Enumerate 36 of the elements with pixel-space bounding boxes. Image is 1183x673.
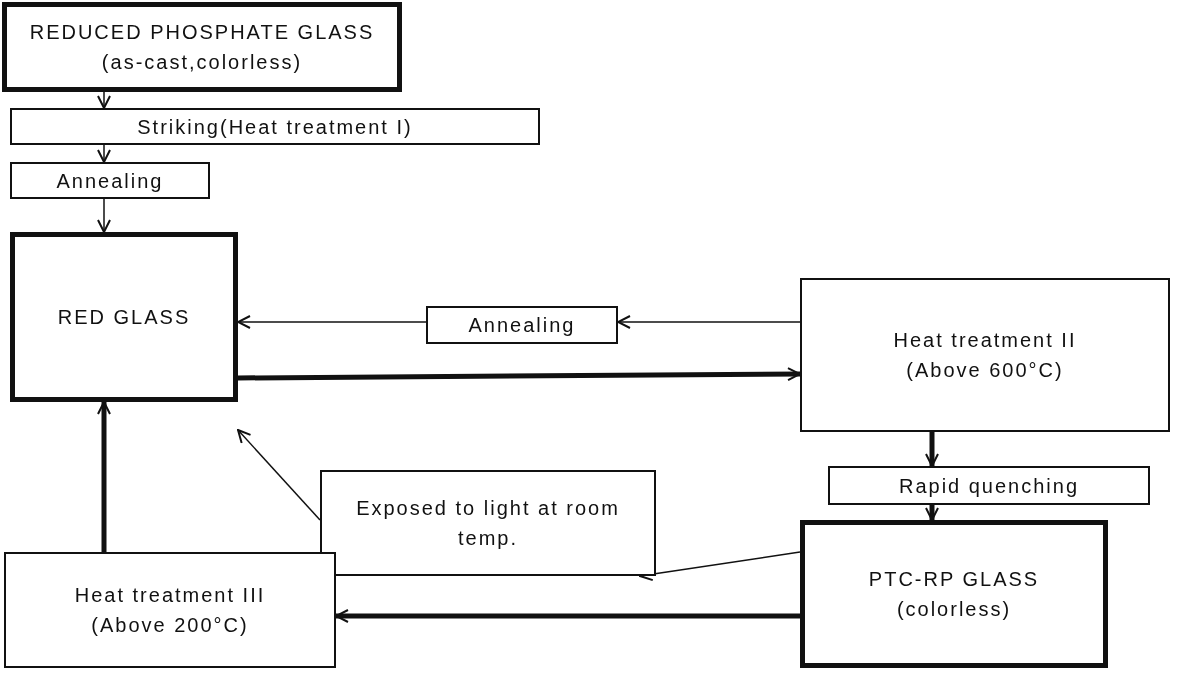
- arrow: [237, 315, 427, 329]
- box-label: PTC-RP GLASS: [868, 567, 1040, 592]
- box-label: Annealing: [56, 168, 164, 194]
- box-label: Striking(Heat treatment I): [137, 114, 413, 140]
- box-sublabel: (colorless): [896, 597, 1012, 622]
- arrow: [639, 551, 801, 582]
- box-label: Heat treatment III: [74, 583, 266, 608]
- arrow: [925, 432, 939, 467]
- arrow: [97, 91, 111, 109]
- process-box: [828, 466, 1150, 505]
- process-box: [800, 520, 1108, 668]
- arrow: [335, 609, 800, 623]
- box-sublabel: (Above 600°C): [906, 358, 1064, 383]
- process-box: [10, 232, 238, 402]
- box-label: REDUCED PHOSPHATE GLASS: [29, 20, 375, 45]
- process-box: [10, 162, 210, 199]
- box-label: Heat treatment II: [893, 328, 1077, 353]
- box-label: Annealing: [468, 313, 576, 338]
- arrow: [925, 505, 939, 521]
- arrow: [97, 401, 111, 552]
- arrow: [97, 198, 111, 233]
- arrow: [617, 315, 801, 329]
- arrow: [97, 144, 111, 163]
- process-box: [320, 470, 656, 576]
- box-sublabel: (as-cast,colorless): [101, 50, 303, 75]
- arrow: [237, 429, 321, 521]
- box-label: Exposed to light at room temp.: [355, 496, 621, 551]
- box-label: Rapid quenching: [898, 473, 1080, 499]
- process-box: [2, 2, 402, 92]
- process-box: [4, 552, 336, 668]
- box-sublabel: (Above 200°C): [91, 613, 249, 638]
- box-label: RED GLASS: [57, 305, 191, 330]
- process-box: [10, 108, 540, 145]
- arrow: [238, 367, 801, 382]
- process-box: [426, 306, 618, 344]
- process-box: [800, 278, 1170, 432]
